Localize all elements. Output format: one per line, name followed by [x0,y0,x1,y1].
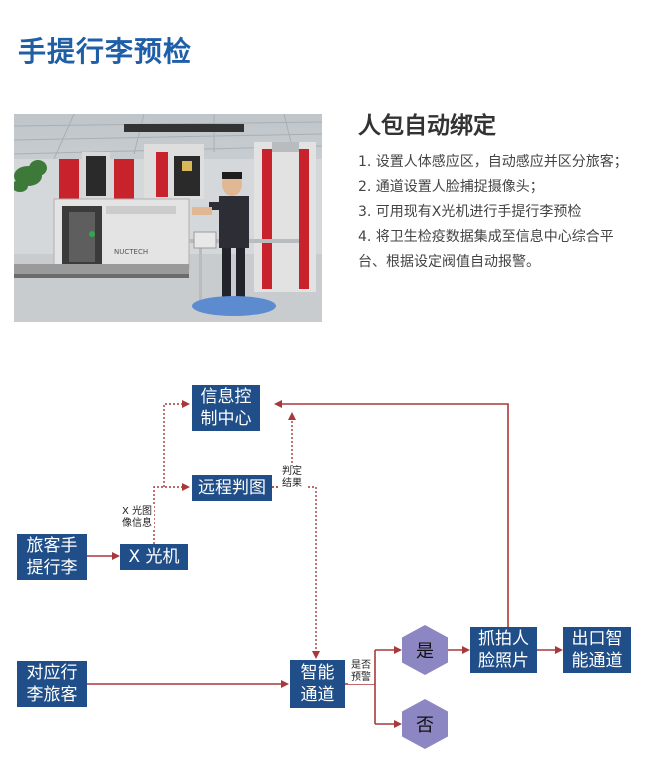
info-control-center-node: 信息控 制中心 [192,385,260,431]
capture-face-node: 抓拍人 脸照片 [470,627,537,673]
xray-info-label: X 光图 像信息 [120,506,154,530]
feature-item: 2. 通道设置人脸捕捉摄像头； [358,179,544,195]
arrow-xray-to-info [163,400,190,487]
section-title: 人包自动绑定 [358,113,496,139]
passenger-bag-node: 旅客手 提行李 [17,534,87,580]
feature-item: 4. 将卫生检疫数据集成至信息中心综合平台、根据设定阀值自动报警。 [358,229,614,270]
exit-channel-node: 出口智 能通道 [563,627,631,673]
xray-machine-node: X 光机 [120,544,188,570]
feature-item: 3. 可用现有X光机进行手提行李预检 [358,204,582,220]
alarm-decision-label: 是否 预警 [348,660,374,684]
machine-brand-text: NUCTECH [114,248,148,256]
arrow-judge-to-channel [272,486,320,659]
page-title: 手提行李预检 [18,35,193,68]
judge-result-label: 判定 结果 [278,466,306,490]
remote-judge-node: 远程判图 [192,475,272,501]
checkpoint-illustration: NUCTECH [14,114,322,322]
feature-item: 1. 设置人体感应区，自动感应并区分旅客； [358,154,628,170]
smart-channel-node: 智能 通道 [290,660,345,708]
arrow-capture-to-info [274,400,509,627]
security-checkpoint-photo: NUCTECH [14,114,322,322]
feature-list: 1. 设置人体感应区，自动感应并区分旅客； 2. 通道设置人脸捕捉摄像头； 3.… [358,150,638,275]
arrow-xray-to-judge [153,483,190,544]
match-passenger-node: 对应行 李旅客 [17,661,87,707]
flow-connectors [87,400,563,728]
